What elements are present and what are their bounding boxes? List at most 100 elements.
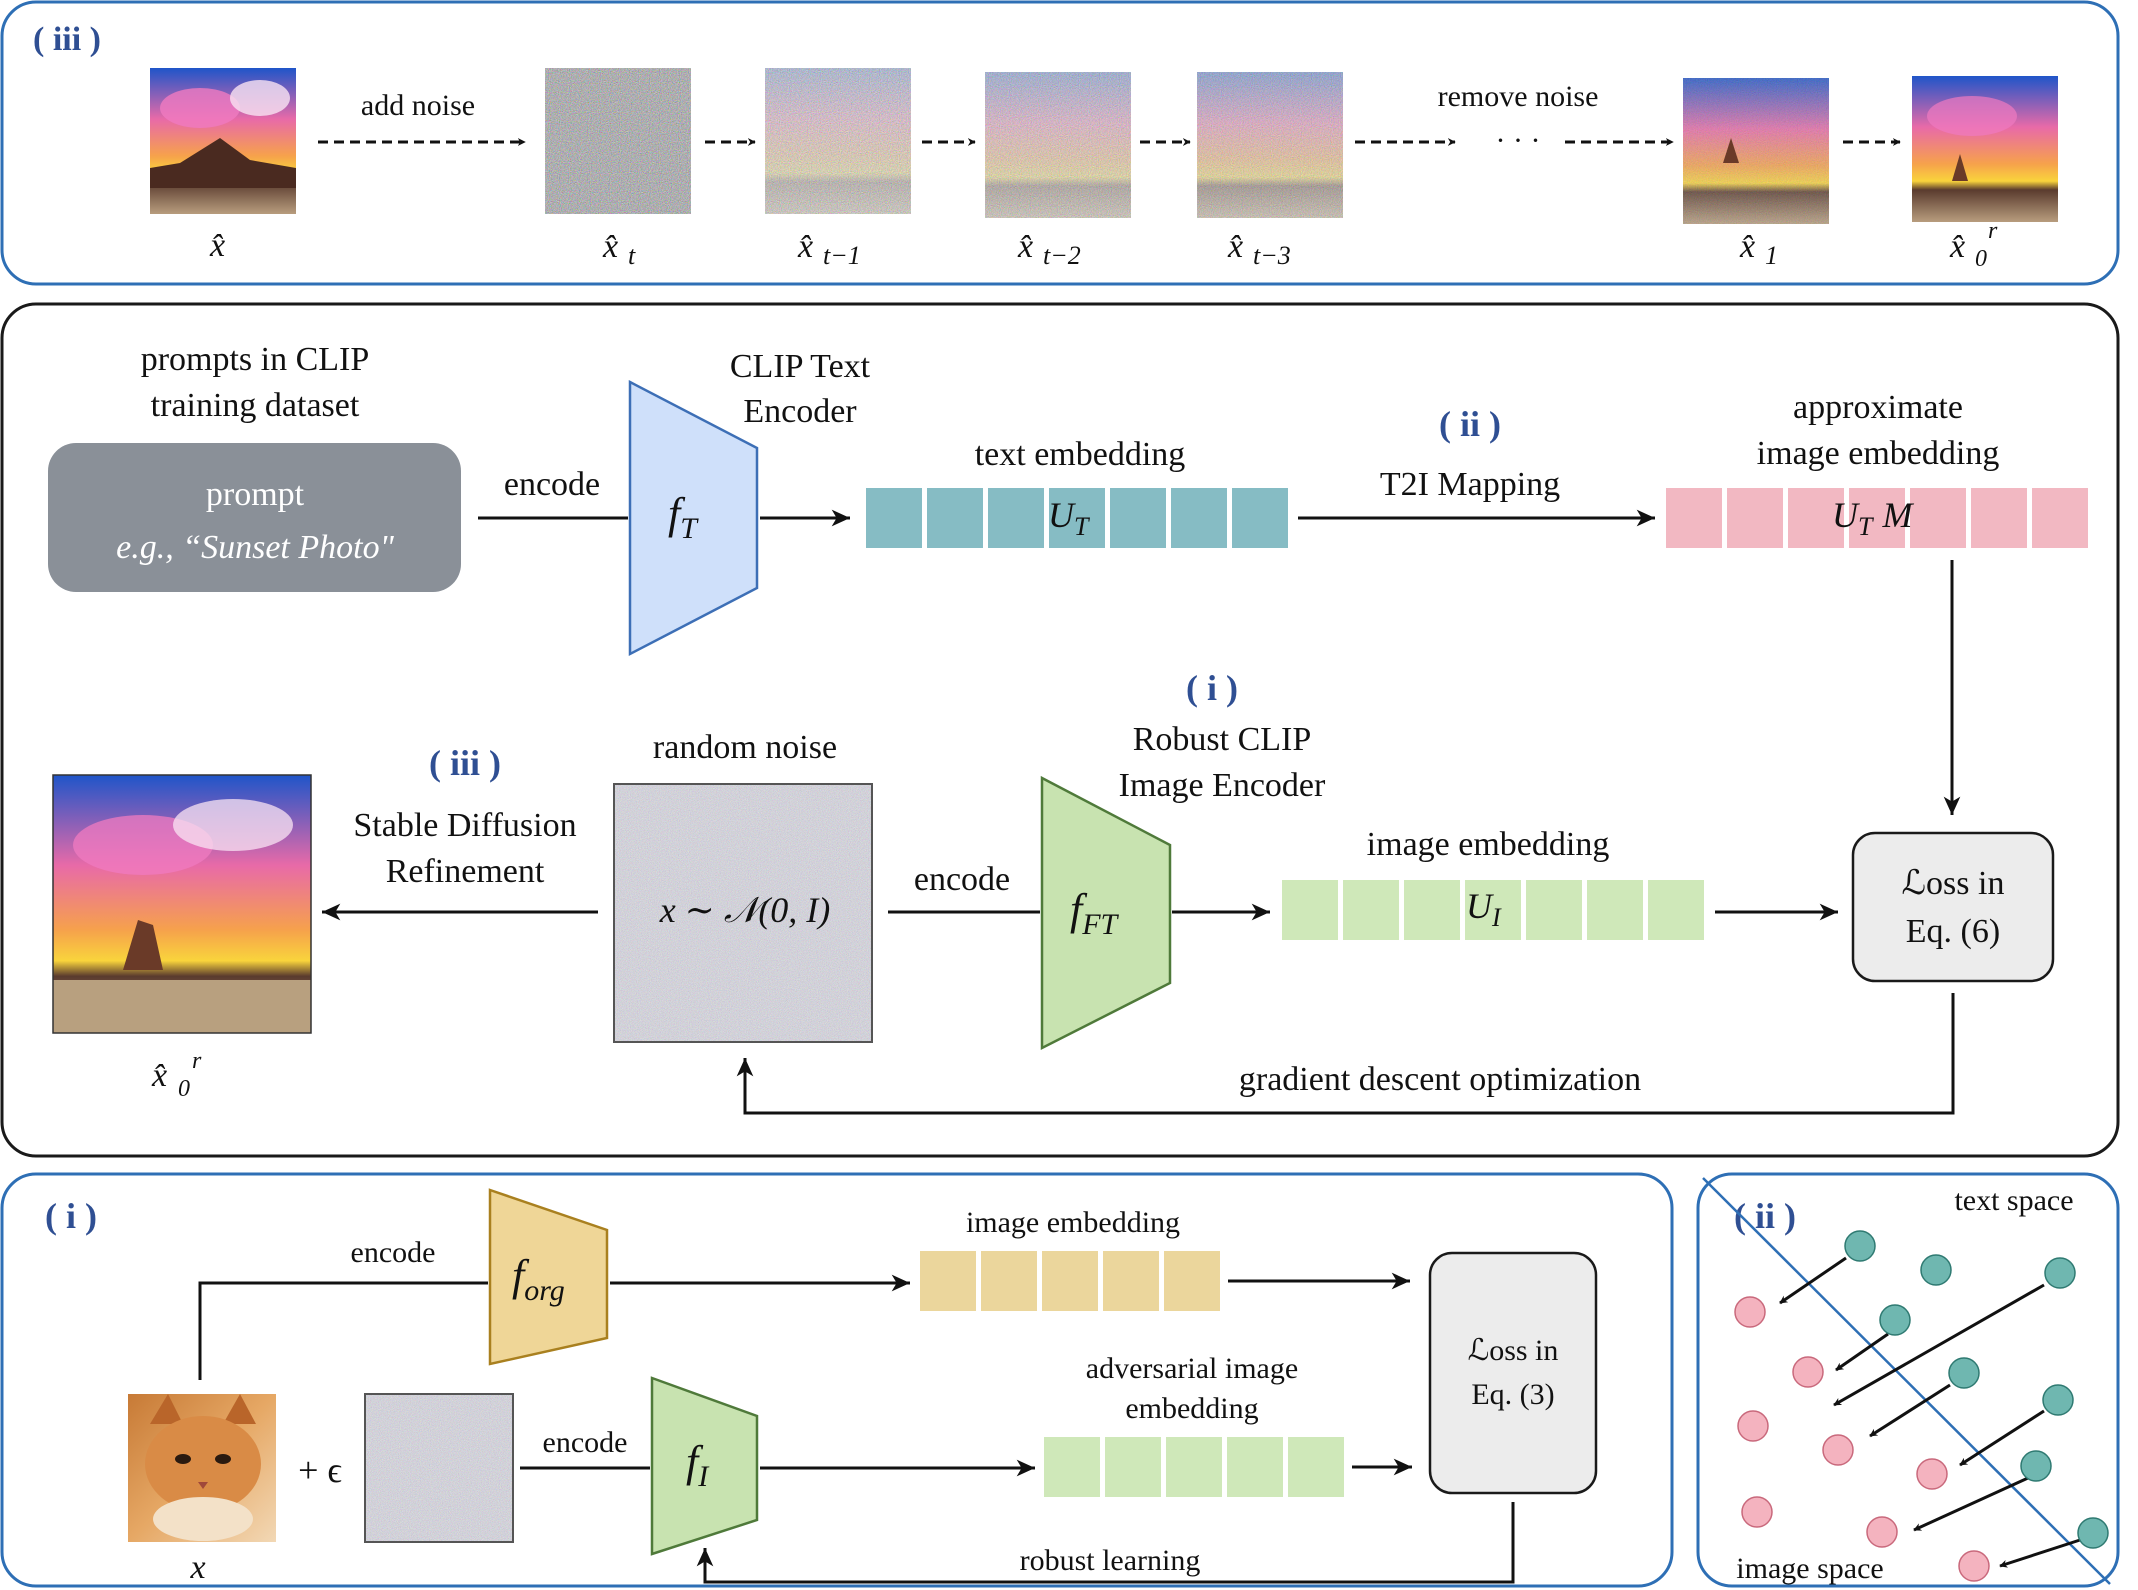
stable-diffusion-line2: Refinement <box>386 853 545 890</box>
remove-noise-label: remove noise <box>1438 80 1599 113</box>
svg-text:r: r <box>192 1048 202 1074</box>
svg-text:1: 1 <box>1765 241 1778 270</box>
text-encoder-trapezoid <box>628 379 759 657</box>
encode-top-label: encode <box>351 1236 436 1269</box>
image-space-label: image space <box>1736 1552 1883 1585</box>
loss-eq3-box <box>1428 1251 1598 1495</box>
space-divider-line <box>1702 1177 2111 1585</box>
add-noise-label: add noise <box>361 89 475 122</box>
robust-learning-path <box>696 1502 1515 1584</box>
approx-line2: image embedding <box>1757 435 2000 472</box>
middle-panel-frame <box>0 302 2120 1158</box>
label-x-hat-t-2: x̂ t−2 <box>1017 228 1081 270</box>
svg-text:x̂: x̂ <box>1227 228 1243 265</box>
image-embedding-dots <box>1734 1296 1990 1582</box>
svg-text:0: 0 <box>178 1076 190 1102</box>
label-x-hat-t-3: x̂ t−3 <box>1227 228 1291 270</box>
tag-ii-bottom: ( ii ) <box>1734 1196 1796 1236</box>
tag-iii-middle: ( iii ) <box>429 743 501 783</box>
svg-text:0: 0 <box>1975 246 1987 272</box>
svg-text:x̂: x̂ <box>797 228 813 265</box>
tag-ii-middle: ( ii ) <box>1439 404 1501 444</box>
svg-text:x̂: x̂ <box>1017 228 1033 265</box>
plus-epsilon: + ϵ <box>298 1450 342 1490</box>
loss-eq3-line1: ℒoss in <box>1468 1334 1559 1367</box>
robust-encoder-line2: Image Encoder <box>1119 767 1326 804</box>
clip-text-encoder-line1: CLIP Text <box>730 348 871 385</box>
thumbnail-noise-t-1 <box>765 68 911 214</box>
svg-text:x̂: x̂ <box>151 1057 167 1094</box>
svg-text:r: r <box>1988 218 1998 244</box>
loss-eq3-line2: Eq. (3) <box>1471 1378 1554 1411</box>
random-noise-image <box>613 783 873 1043</box>
bottom-left-panel-frame <box>0 1172 1674 1588</box>
thumbnail-refined <box>1912 76 2058 222</box>
label-x-hat-t-1: x̂ t−1 <box>797 228 861 270</box>
noise-formula: x ∼ 𝒩(0, I) <box>659 890 831 930</box>
label-x-hat: x̂ <box>209 227 225 264</box>
image-embedding-label: image embedding <box>1367 826 1610 863</box>
prompts-heading-line2: training dataset <box>151 387 360 424</box>
t2i-mapping-label: T2I Mapping <box>1380 466 1560 503</box>
text-embedding-vector <box>866 488 1288 548</box>
svg-text:x̂: x̂ <box>602 228 618 265</box>
random-noise-label: random noise <box>653 729 837 766</box>
svg-text:t−1: t−1 <box>823 241 861 270</box>
cat-image <box>128 1394 276 1542</box>
bottom-right-panel-frame <box>1696 1172 2120 1588</box>
image-embedding-bottom-label: image embedding <box>966 1206 1180 1239</box>
encode-label-text: encode <box>504 466 600 503</box>
thumbnail-noise-t-3 <box>1197 72 1343 218</box>
loss-eq6-box <box>1851 831 2055 983</box>
ellipsis: · · · <box>1496 124 1541 157</box>
label-x-hat-t: x̂ t <box>602 228 636 270</box>
encode-label-noise: encode <box>914 861 1010 898</box>
loss-eq6-line2: Eq. (6) <box>1906 913 2000 950</box>
U-I-symbol: UI <box>1466 886 1502 932</box>
org-encoder-trapezoid <box>488 1188 609 1366</box>
label-x-hat-0-r: x̂ 0 r <box>1949 218 1998 272</box>
svg-text:t−2: t−2 <box>1043 241 1081 270</box>
refined-image <box>52 774 312 1034</box>
gradient-descent-path <box>736 993 1955 1115</box>
robust-image-encoder-trapezoid <box>1040 775 1172 1051</box>
adv-embedding-line2: embedding <box>1125 1392 1258 1425</box>
stable-diffusion-line1: Stable Diffusion <box>353 807 576 844</box>
adversarial-noise-image <box>364 1393 514 1543</box>
text-space-label: text space <box>1954 1184 2073 1217</box>
approx-line1: approximate <box>1793 389 1963 426</box>
adv-embedding-line1: adversarial image <box>1086 1352 1298 1385</box>
prompt-box-example: e.g., “Sunset Photo" <box>116 529 394 566</box>
cat-to-org-encoder-path <box>198 1281 488 1380</box>
encode-bottom-label: encode <box>543 1426 628 1459</box>
thumbnail-original <box>150 68 296 214</box>
prompt-box <box>48 443 461 592</box>
tag-i-bottom: ( i ) <box>45 1196 97 1236</box>
approx-embedding-vector <box>1666 488 2088 548</box>
svg-text:x̂: x̂ <box>1949 228 1965 265</box>
org-embedding-vector <box>920 1251 1220 1311</box>
robust-learning-label: robust learning <box>1020 1544 1201 1577</box>
text-embedding-dots <box>1844 1230 2109 1549</box>
tag-i-middle: ( i ) <box>1186 668 1238 708</box>
svg-text:t: t <box>628 241 636 270</box>
thumbnail-noise-t <box>545 68 691 214</box>
top-panel-tag: ( iii ) <box>33 21 101 58</box>
adv-embedding-vector <box>1044 1437 1344 1497</box>
gradient-descent-label: gradient descent optimization <box>1239 1061 1641 1098</box>
image-embedding-vector <box>1282 880 1704 940</box>
clip-text-encoder-line2: Encoder <box>743 393 857 430</box>
svg-text:x̂: x̂ <box>209 227 225 264</box>
thumbnail-denoised-1 <box>1683 78 1829 224</box>
loss-eq6-line1: ℒoss in <box>1902 865 2005 902</box>
label-x-hat-1: x̂ 1 <box>1739 228 1778 270</box>
mapping-arrows <box>1779 1256 2081 1568</box>
svg-text:x̂: x̂ <box>1739 228 1755 265</box>
robust-encoder-line1: Robust CLIP <box>1133 721 1312 758</box>
label-x-hat-0-r-middle: x̂ 0 r <box>151 1048 202 1102</box>
prompts-heading-line1: prompts in CLIP <box>141 341 370 378</box>
U-T-symbol: UT <box>1048 495 1090 541</box>
text-embedding-label: text embedding <box>975 436 1186 473</box>
thumbnail-noise-t-2 <box>985 72 1131 218</box>
